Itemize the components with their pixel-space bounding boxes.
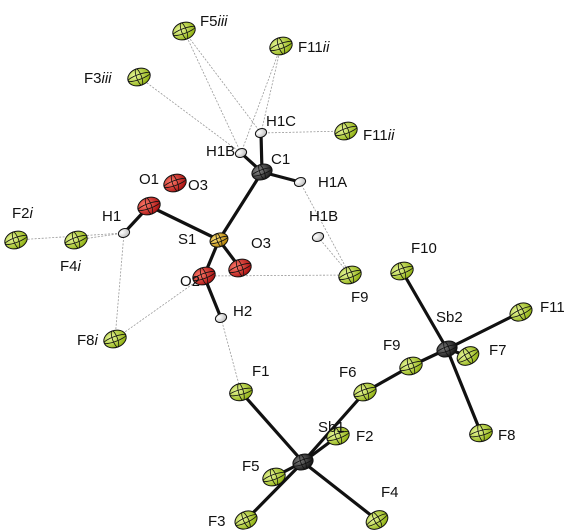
bonds-layer [122,131,523,522]
label-f4i: F4i [60,258,82,275]
label-f8i: F8i [77,332,99,349]
atom-sb1 [292,453,314,471]
bond-S1-O1 [147,204,221,242]
atom-f9_top [338,265,362,285]
atom-f8i [103,329,127,349]
atom-f11 [509,302,533,322]
bond-Sb1-F4 [301,460,379,522]
atom-f2i [4,230,28,250]
atom-f3iii [127,67,151,87]
label-f4: F4 [381,484,399,501]
label-f7: F7 [489,342,507,359]
label-h1b_top: H1B [206,143,235,160]
contact-H1A-F9_top [299,181,351,276]
atom-h1 [117,228,131,238]
atom-f2 [326,426,350,446]
atom-f11ii_a [269,36,293,56]
label-f11ii_a: F11ii [298,39,330,56]
contact-H1B_top-F3iii [138,76,242,154]
atom-s1 [209,232,229,248]
label-o1: O1 [139,171,159,188]
atom-h1b_right [311,232,325,242]
label-f5: F5 [242,458,260,475]
label-sb2: Sb2 [436,309,463,326]
label-h1b_right: H1B [309,208,338,225]
label-s1: S1 [178,231,196,248]
label-h1: H1 [102,208,121,225]
atom-o3_back [163,173,187,193]
bond-Sb2-F8 [445,347,483,435]
contact-H1B_top-F11ii_a [240,45,282,154]
contacts-layer [15,30,351,393]
label-f11ii_b: F11ii [363,127,395,144]
atom-o2 [192,266,216,286]
contact-H1C-F5iii [183,30,262,134]
label-f3iii: F3iii [84,70,112,87]
contact-H1B_right-F9_top [317,236,351,276]
atom-f4i [64,230,88,250]
bond-C1-S1 [217,170,264,242]
atom-c1 [251,163,273,181]
label-sb1: Sb1 [318,419,345,436]
atom-f5 [262,467,286,487]
label-f8: F8 [498,427,516,444]
label-f5iii: F5iii [200,13,228,30]
label-h1a: H1A [318,174,347,191]
label-h2: H2 [233,303,252,320]
label-f1: F1 [252,363,270,380]
atom-sb2 [436,340,458,358]
contact-H1C-F11ii_b [260,130,347,134]
contact-H1C-F11ii_a [260,45,282,134]
contact-H2-F1 [220,317,242,393]
label-o3_back: O3 [188,177,208,194]
atom-f3 [234,510,258,530]
atom-h1b_top [234,148,248,158]
atom-f10 [390,261,414,281]
atom-f7 [456,346,480,366]
bond-Sb2-F10 [400,269,449,351]
bond-Sb1-F1 [239,390,305,464]
atom-f6 [353,382,377,402]
atom-f4 [365,510,389,530]
atom-f11ii_b [334,121,358,141]
atom-h1c [254,128,268,138]
label-f10: F10 [411,240,437,257]
bond-Sb2-F11 [445,310,523,351]
bond-Sb1-F6 [301,390,367,464]
label-f9: F9 [383,337,401,354]
contact-O2-F8i [114,275,205,340]
atoms-layer [4,21,533,530]
atom-f8 [469,423,493,443]
contact-H1-F8i [114,232,125,340]
atom-h1a [293,177,307,187]
label-o2: O2 [180,273,200,290]
contact-O2-F9_top [203,274,351,277]
bond-Sb1-F3 [244,460,305,522]
label-f3: F3 [208,513,226,530]
atom-o1 [137,196,161,216]
label-f6: F6 [339,364,357,381]
label-c1: C1 [271,151,290,168]
atom-f1 [229,382,253,402]
contact-H1B_top-F5iii [183,30,242,154]
atom-f9 [399,356,423,376]
label-o3: O3 [251,235,271,252]
label-f11: F11 [540,299,565,316]
label-f9_top: F9 [351,289,369,306]
label-f2: F2 [356,428,374,445]
label-h1c: H1C [266,113,296,130]
atom-o3 [228,258,252,278]
atom-f5iii [172,21,196,41]
atom-h2 [214,313,228,323]
label-f2i: F2i [12,205,34,222]
